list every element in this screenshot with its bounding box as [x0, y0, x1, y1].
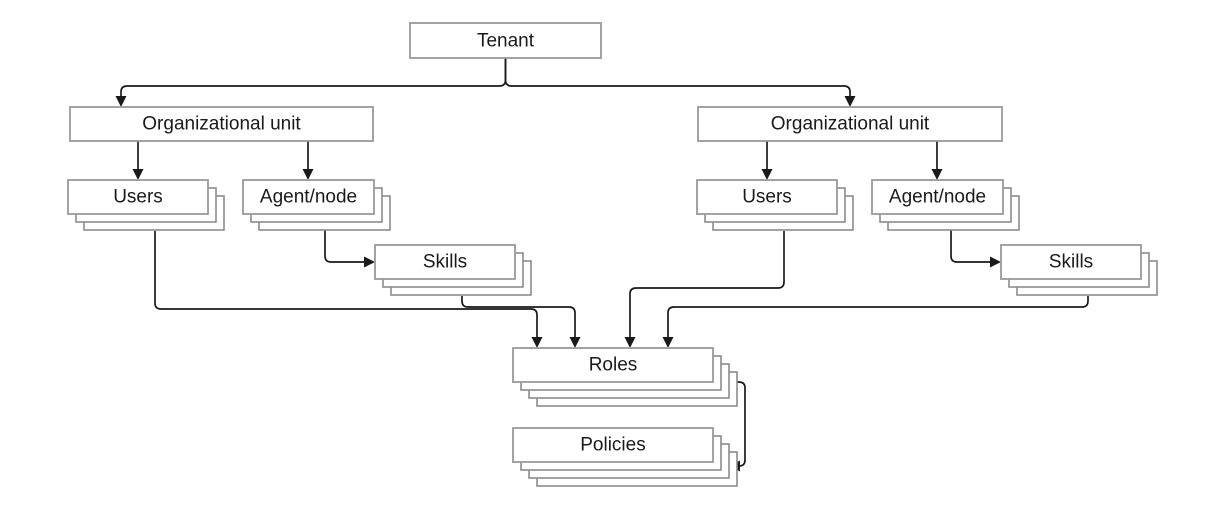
users-left-box[interactable] [67, 179, 209, 215]
edge-agent-left-to-skills-left [324, 230, 368, 263]
skills-left-box[interactable] [374, 244, 516, 280]
tenant-label: Tenant [477, 31, 535, 52]
roles-box[interactable] [512, 347, 714, 383]
roles-label: Roles [589, 355, 638, 376]
node-agent-node-right[interactable]: Agent/node [871, 179, 1020, 231]
users-left-label: Users [113, 187, 163, 208]
node-users-left[interactable]: Users [67, 179, 225, 231]
node-policies[interactable]: Policies [512, 427, 738, 487]
agent-node-left-box[interactable] [242, 179, 375, 215]
edge-agent-right-to-skills-right [950, 230, 994, 263]
org-unit-right-label: Organizational unit [771, 114, 930, 135]
skills-right-label: Skills [1049, 252, 1093, 273]
node-agent-node-left[interactable]: Agent/node [242, 179, 391, 231]
edge-users-right-to-roles [629, 231, 785, 341]
agent-node-left-label: Agent/node [260, 187, 357, 208]
org-unit-left-box[interactable] [69, 106, 374, 142]
arrowhead-org-unit-left [115, 96, 127, 107]
skills-left-label: Skills [423, 252, 467, 273]
tenant-box[interactable] [409, 22, 602, 59]
edge-layer [115, 58, 1089, 472]
policies-box[interactable] [512, 427, 714, 463]
org-unit-left-label: Organizational unit [142, 114, 301, 135]
agent-node-right-label: Agent/node [889, 187, 986, 208]
node-tenant[interactable]: Tenant [409, 22, 602, 59]
edge-users-left-to-roles [154, 231, 538, 341]
edge-skills-left-to-roles [461, 296, 576, 341]
node-skills-right[interactable]: Skills [1000, 244, 1158, 296]
node-users-right[interactable]: Users [696, 179, 854, 231]
agent-node-right-box[interactable] [871, 179, 1004, 215]
arrowhead-roles-from-users-left [531, 337, 543, 348]
edge-skills-right-to-roles [667, 296, 1089, 341]
arrowhead-users-left [132, 169, 144, 180]
node-skills-left[interactable]: Skills [374, 244, 532, 296]
edge-tenant-to-org-unit-right [504, 58, 851, 100]
node-org-unit-right[interactable]: Organizational unit [697, 106, 1003, 142]
org-unit-right-box[interactable] [697, 106, 1003, 142]
edge-roles-to-policies [729, 381, 746, 467]
arrowhead-org-unit-right [844, 96, 856, 107]
node-org-unit-left[interactable]: Organizational unit [69, 106, 374, 142]
arrowhead-agent-left [302, 169, 314, 180]
users-right-label: Users [742, 187, 792, 208]
edge-tenant-to-org-unit-left [120, 58, 507, 100]
arrowhead-users-right [761, 169, 773, 180]
arrowhead-roles-from-skills-left [569, 337, 581, 348]
arrowhead-agent-right [931, 169, 943, 180]
policies-label: Policies [580, 435, 645, 456]
arrowhead-roles-from-users-right [624, 337, 636, 348]
arrowhead-roles-from-skills-right [662, 337, 674, 348]
skills-right-box[interactable] [1000, 244, 1142, 280]
node-roles[interactable]: Roles [512, 347, 738, 407]
arrowhead-skills-left [364, 256, 375, 268]
users-right-box[interactable] [696, 179, 838, 215]
arrowhead-skills-right [990, 256, 1001, 268]
